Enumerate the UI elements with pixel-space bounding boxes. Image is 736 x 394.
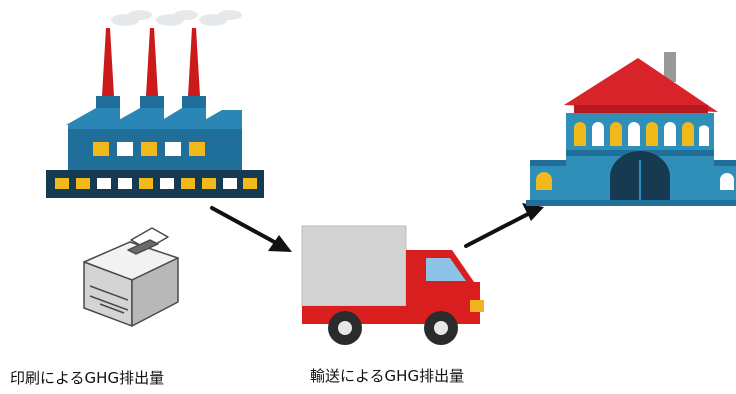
truck-icon <box>301 225 484 345</box>
store-building-icon <box>526 52 736 206</box>
arrow-right-down-icon <box>210 206 292 252</box>
transport-emissions-label: 輸送によるGHG排出量 <box>310 367 465 385</box>
factory-icon <box>46 10 264 198</box>
arrow-right-up-icon <box>464 203 544 248</box>
printer-icon <box>83 227 179 327</box>
printing-emissions-label: 印刷によるGHG排出量 <box>10 369 165 387</box>
